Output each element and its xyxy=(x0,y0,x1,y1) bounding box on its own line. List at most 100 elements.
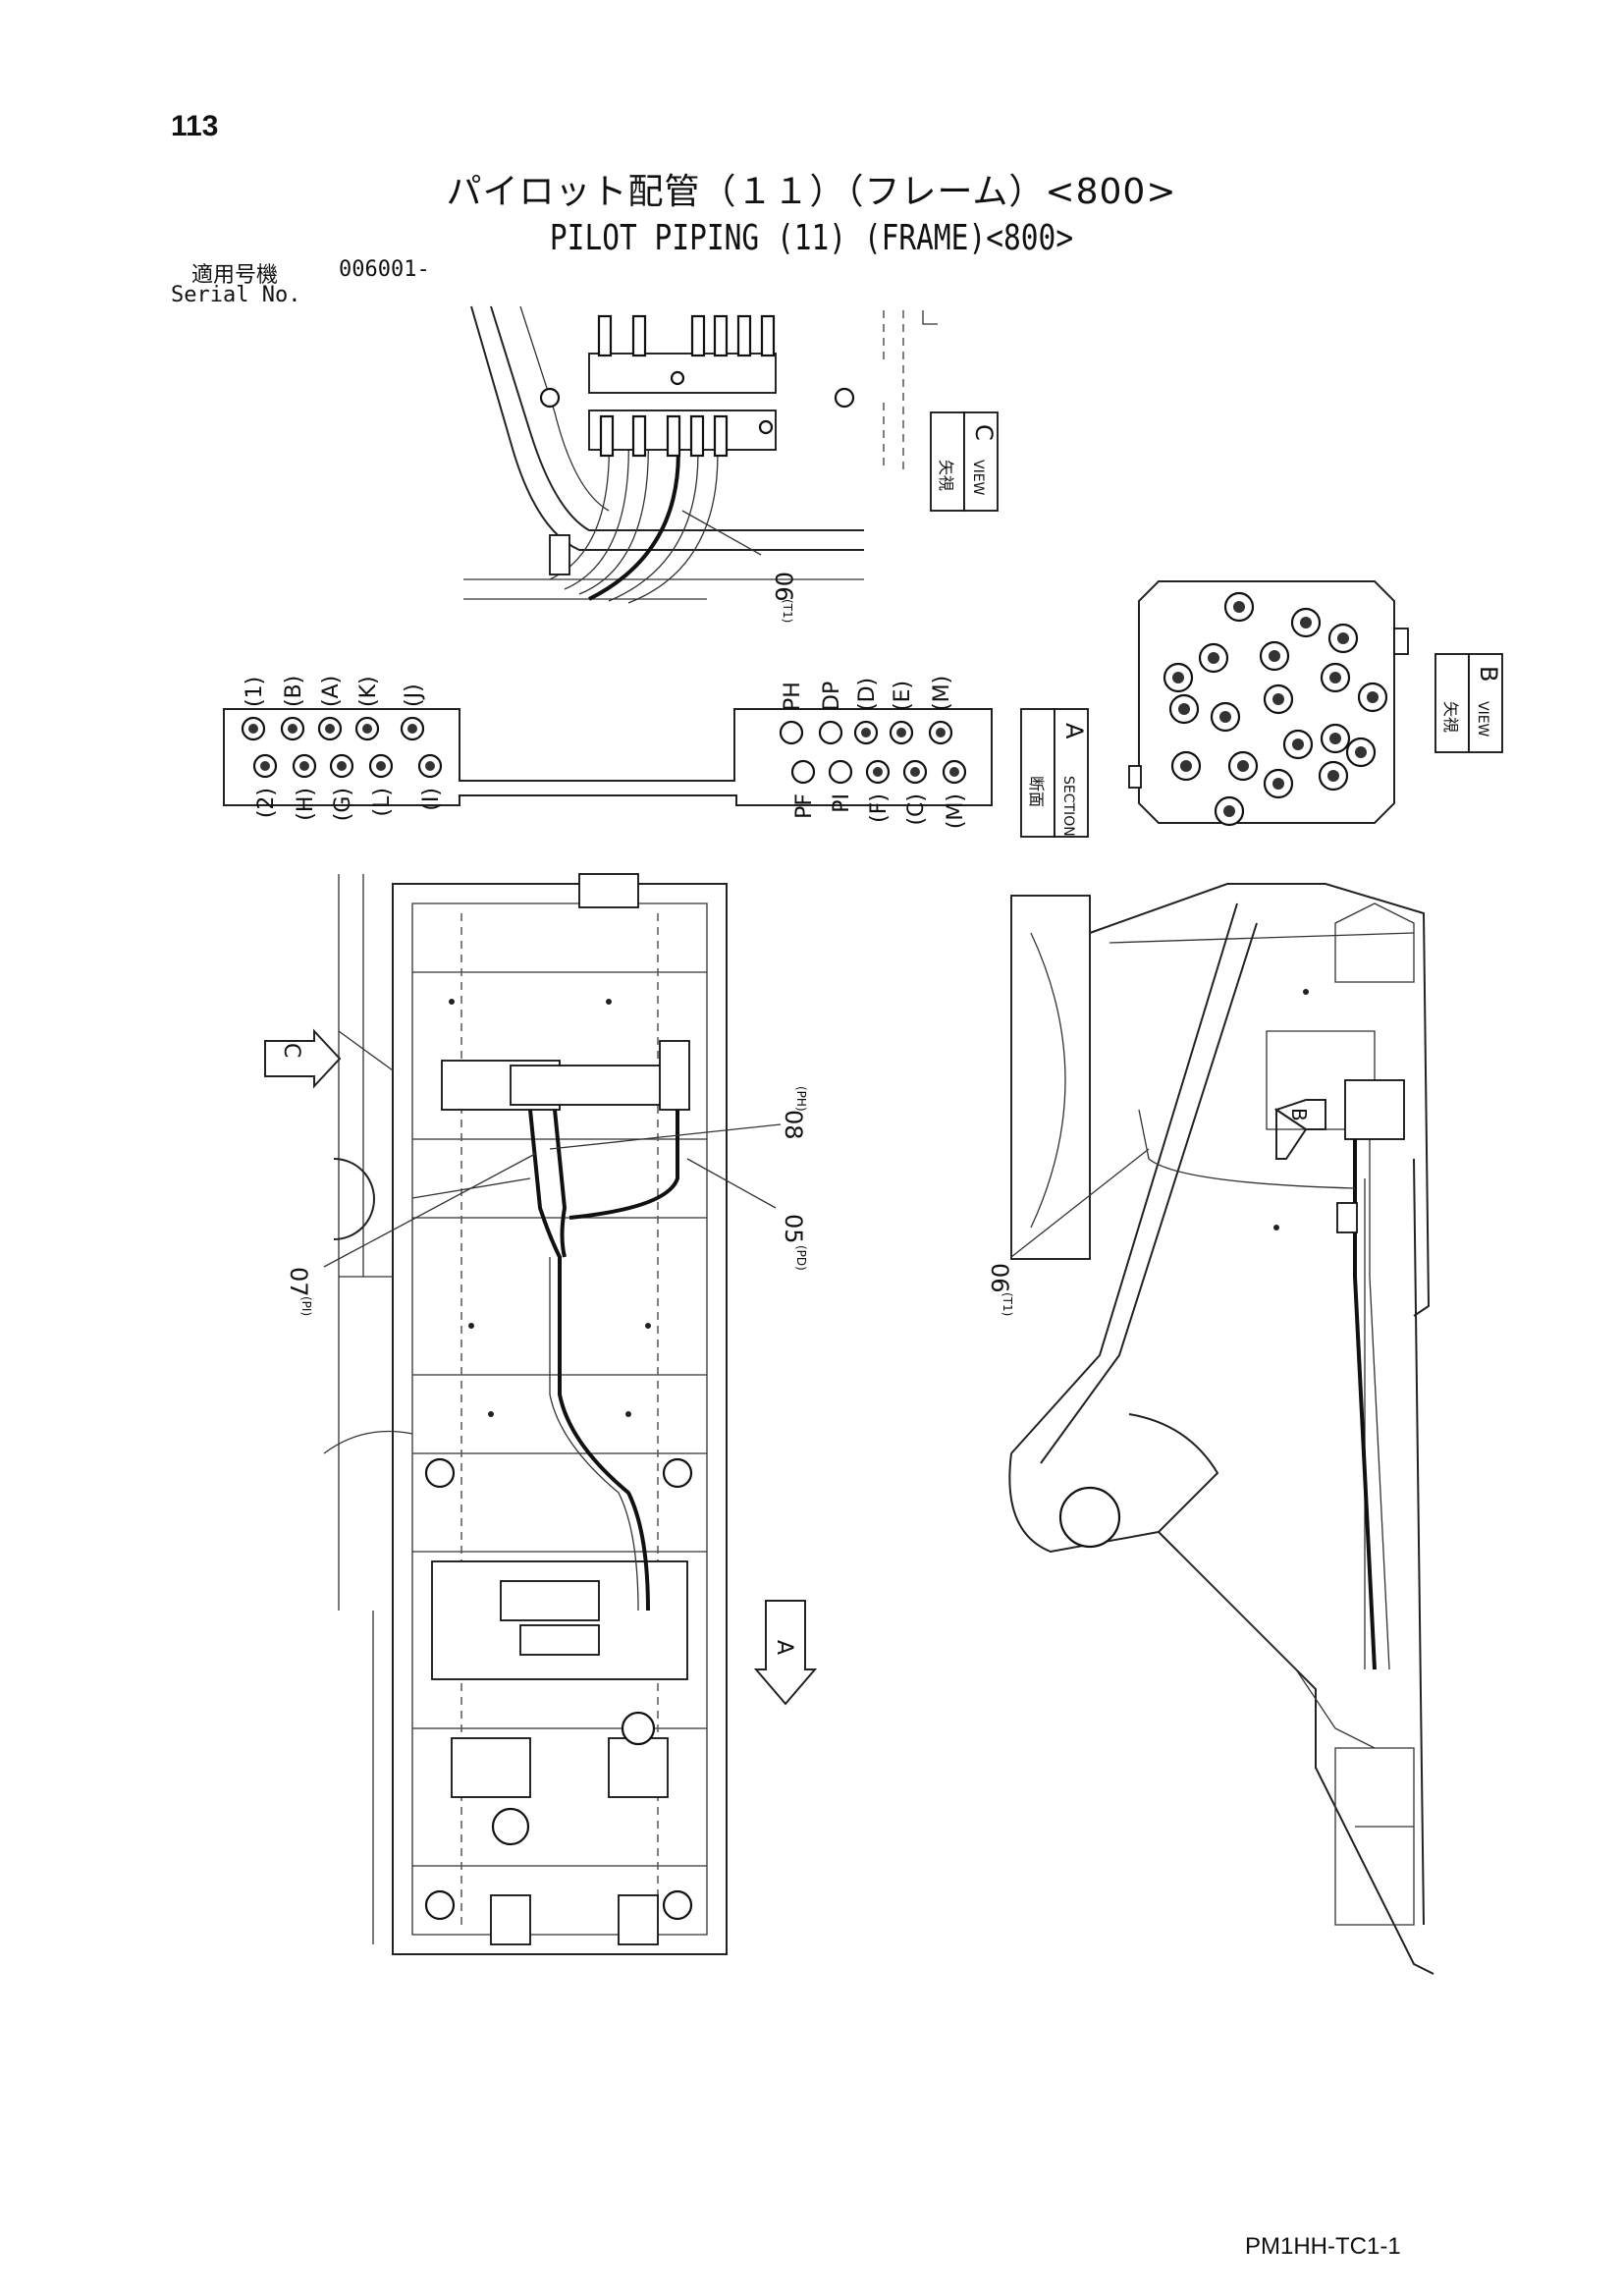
view-b-port-core xyxy=(1300,617,1312,629)
section-a-port-core xyxy=(910,767,920,777)
section-a-port-label: (B) xyxy=(282,676,306,707)
section-a-port-core xyxy=(325,724,335,734)
title-japanese: パイロット配管（１１）（フレーム）<800> xyxy=(446,172,1177,212)
section-a-port-core xyxy=(337,761,347,771)
section-a-port-label: (M) xyxy=(944,793,968,829)
callout-05-sub: (PD) xyxy=(794,1245,808,1271)
view-b-port-core xyxy=(1269,650,1280,662)
section-a-port-label: (L) xyxy=(370,788,395,816)
section-a-port-label: PF xyxy=(792,793,817,819)
view-b-port-core xyxy=(1233,601,1245,613)
section-a-port-label: (E) xyxy=(891,681,915,711)
plan-view-arrow-a: A xyxy=(753,1600,818,1706)
section-a-port-label: (2) xyxy=(254,788,279,818)
view-b-port-core xyxy=(1337,632,1349,644)
section-a-port-core xyxy=(260,761,270,771)
view-b-port-core xyxy=(1180,760,1192,772)
view-b-port-core xyxy=(1178,703,1190,715)
view-b-port-core xyxy=(1329,672,1341,683)
callout-08-sub: (PH) xyxy=(794,1086,808,1112)
view-b-port-core xyxy=(1272,693,1284,705)
section-a-port-label: (D) xyxy=(855,678,880,711)
serial-label-japanese: 適用号機 xyxy=(191,263,279,288)
view-b-detail xyxy=(1128,580,1409,827)
callout-07: 07 xyxy=(285,1267,312,1297)
section-a-port-label: DP xyxy=(820,682,844,711)
section-a-label: 断面 SECTION A xyxy=(1020,708,1089,838)
section-a-port-core xyxy=(248,724,258,734)
section-a-port-label: (K) xyxy=(356,676,381,707)
section-a-port-core xyxy=(425,761,435,771)
section-a-label-jp: 断面 xyxy=(1027,776,1046,807)
section-a-port-label: (G) xyxy=(331,788,355,821)
view-c-detail xyxy=(463,305,938,604)
section-a-port-core xyxy=(949,767,959,777)
section-a-ports: (1) (B) (A) (K) (J) (2) (H) (G) (L) (I) PH DP (D) (E)… xyxy=(241,676,968,829)
view-b-label-en: VIEW xyxy=(1475,701,1490,738)
view-c-letter: C xyxy=(970,424,998,441)
callout-08: 08 xyxy=(780,1110,807,1140)
view-b-port-core xyxy=(1219,711,1231,723)
view-c-label-en: VIEW xyxy=(970,460,986,496)
section-a-port-core xyxy=(376,761,386,771)
section-a-port-label: (A) xyxy=(319,676,344,707)
side-view-arrow-b: B xyxy=(1273,1099,1326,1160)
serial-label-english: Serial No. xyxy=(171,283,301,307)
section-a-port-label: (H) xyxy=(294,788,318,821)
document-id: PM1HH-TC1-1 xyxy=(1245,2233,1401,2260)
view-b-ports xyxy=(1163,591,1388,827)
section-a-port-core xyxy=(288,724,298,734)
arrow-b-letter: B xyxy=(1287,1108,1311,1121)
side-view xyxy=(1008,883,1434,1975)
section-a-port-core xyxy=(873,767,883,777)
side-view-callout-06: 06 xyxy=(986,1263,1013,1293)
section-a-label-en: SECTION xyxy=(1060,776,1076,837)
view-c-fittings xyxy=(597,314,776,458)
callout-05: 05 xyxy=(780,1214,807,1244)
side-view-callout-06-sub: (T1) xyxy=(1001,1292,1014,1316)
view-b-port-core xyxy=(1208,652,1219,664)
view-b-port-core xyxy=(1172,672,1184,683)
view-b-label-jp: 矢視 xyxy=(1441,701,1460,733)
section-a-port-core xyxy=(861,728,871,738)
page-number: 113 xyxy=(171,110,219,142)
view-c-label: 矢視 VIEW C xyxy=(930,411,999,512)
section-a-port-label: (F) xyxy=(867,793,892,823)
section-a-letter: A xyxy=(1060,723,1088,739)
view-c-label-jp: 矢視 xyxy=(937,460,955,491)
arrow-a-letter: A xyxy=(772,1640,796,1655)
section-a-port-label: (J) xyxy=(402,683,426,707)
section-a-port-label: PH xyxy=(781,682,805,711)
view-b-port-core xyxy=(1329,733,1341,744)
section-a-port xyxy=(828,759,853,785)
view-b-port-core xyxy=(1327,770,1339,782)
section-a-port-label: (C) xyxy=(904,793,929,826)
view-c-callout-sub: (T1) xyxy=(781,599,794,623)
view-b-port-core xyxy=(1223,805,1235,817)
view-b-label: 矢視 VIEW B xyxy=(1434,653,1503,753)
title-english: PILOT PIPING (11) (FRAME)<800> xyxy=(549,218,1074,258)
section-a-port xyxy=(818,720,843,745)
section-a-port-core xyxy=(299,761,309,771)
view-b-port-core xyxy=(1355,746,1367,758)
section-a-port-label: (M) xyxy=(930,676,954,711)
section-a-port-core xyxy=(936,728,946,738)
view-b-port-core xyxy=(1237,760,1249,772)
section-a-port-label: PI xyxy=(830,793,854,813)
view-c-callout: 06 xyxy=(770,572,797,602)
section-a-port-label: (1) xyxy=(243,677,267,707)
section-a-port-core xyxy=(896,728,906,738)
section-a-port xyxy=(779,720,804,745)
view-b-port-core xyxy=(1272,778,1284,790)
serial-number: 006001- xyxy=(339,257,430,282)
callout-07-sub: (PI) xyxy=(299,1296,313,1316)
view-b-port-core xyxy=(1367,691,1379,703)
plan-view xyxy=(323,873,782,1955)
view-b-port-core xyxy=(1292,738,1304,750)
section-a-port xyxy=(790,759,816,785)
section-a-port-label: (I) xyxy=(419,788,444,811)
plan-view-arrow-c: C xyxy=(264,1028,342,1089)
arrow-c-letter: C xyxy=(279,1043,303,1058)
section-a-port-core xyxy=(407,724,417,734)
section-a-detail: (1) (B) (A) (K) (J) (2) (H) (G) (L) (I) PH DP (D) (E)… xyxy=(223,676,993,829)
